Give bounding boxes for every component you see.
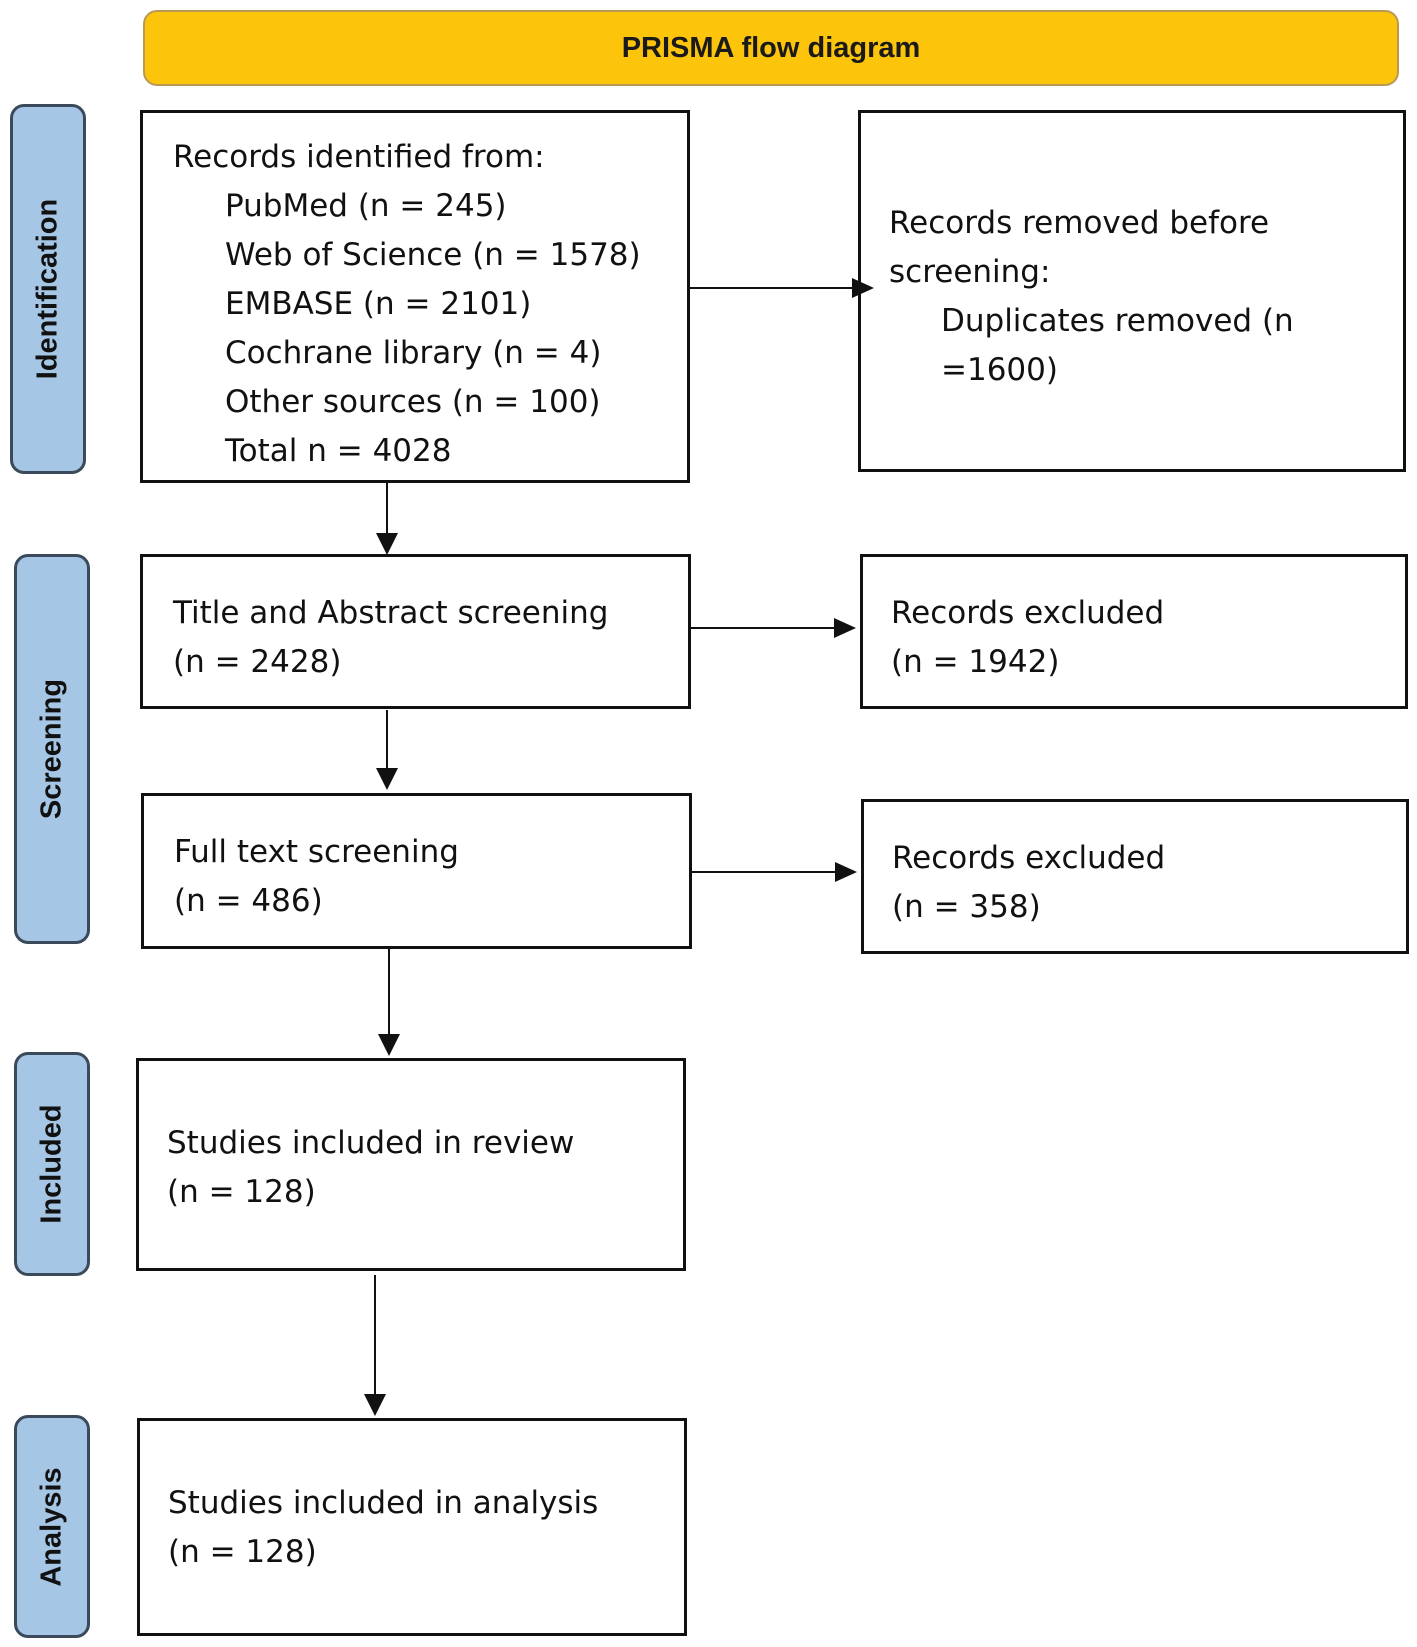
arrowhead-6 — [378, 1034, 400, 1056]
source-embase: EMBASE (n = 2101) — [225, 286, 532, 322]
arrowhead-1 — [852, 278, 874, 298]
records-excluded-1-box: Records excluded (n = 1942) — [860, 554, 1408, 709]
included-analysis-count: (n = 128) — [168, 1534, 317, 1570]
excluded-2-label: Records excluded — [892, 840, 1166, 876]
included-review-box: Studies included in review (n = 128) — [136, 1058, 686, 1271]
source-web-of-science: Web of Science (n = 1578) — [225, 237, 641, 273]
excluded-1-label: Records excluded — [891, 595, 1165, 631]
removed-before-screening-box: Records removed before screening: Duplic… — [858, 110, 1406, 472]
included-review-label: Studies included in review — [167, 1125, 575, 1161]
included-analysis-box: Studies included in analysis (n = 128) — [137, 1418, 687, 1636]
records-total: Total n = 4028 — [225, 433, 452, 469]
removed-line-1: Records removed before — [889, 205, 1270, 241]
diagram-title: PRISMA flow diagram — [143, 10, 1399, 86]
source-cochrane: Cochrane library (n = 4) — [225, 335, 602, 371]
stage-included: Included — [14, 1052, 90, 1276]
title-abstract-label: Title and Abstract screening — [173, 595, 609, 631]
source-other: Other sources (n = 100) — [225, 384, 601, 420]
arrowhead-2 — [376, 533, 398, 555]
title-abstract-screening-box: Title and Abstract screening (n = 2428) — [140, 554, 691, 709]
source-pubmed: PubMed (n = 245) — [225, 188, 507, 224]
arrowhead-3 — [834, 618, 856, 638]
stage-screening: Screening — [14, 554, 90, 944]
stage-analysis: Analysis — [14, 1415, 90, 1638]
included-review-count: (n = 128) — [167, 1174, 316, 1210]
excluded-2-count: (n = 358) — [892, 889, 1041, 925]
arrowhead-5 — [835, 862, 857, 882]
full-text-screening-box: Full text screening (n = 486) — [141, 793, 692, 949]
included-analysis-label: Studies included in analysis — [168, 1485, 599, 1521]
stage-identification: Identification — [10, 104, 86, 474]
full-text-label: Full text screening — [174, 834, 459, 870]
removed-line-2: screening: — [889, 254, 1051, 290]
excluded-1-count: (n = 1942) — [891, 644, 1060, 680]
title-abstract-count: (n = 2428) — [173, 644, 342, 680]
full-text-count: (n = 486) — [174, 883, 323, 919]
records-excluded-2-box: Records excluded (n = 358) — [861, 799, 1409, 954]
records-identified-box: Records identified from: PubMed (n = 245… — [140, 110, 690, 483]
duplicates-removed: Duplicates removed (n — [941, 303, 1294, 339]
arrowhead-7 — [364, 1394, 386, 1416]
arrowhead-4 — [376, 768, 398, 790]
duplicates-count: =1600) — [941, 352, 1058, 388]
records-identified-heading: Records identified from: — [173, 139, 545, 175]
